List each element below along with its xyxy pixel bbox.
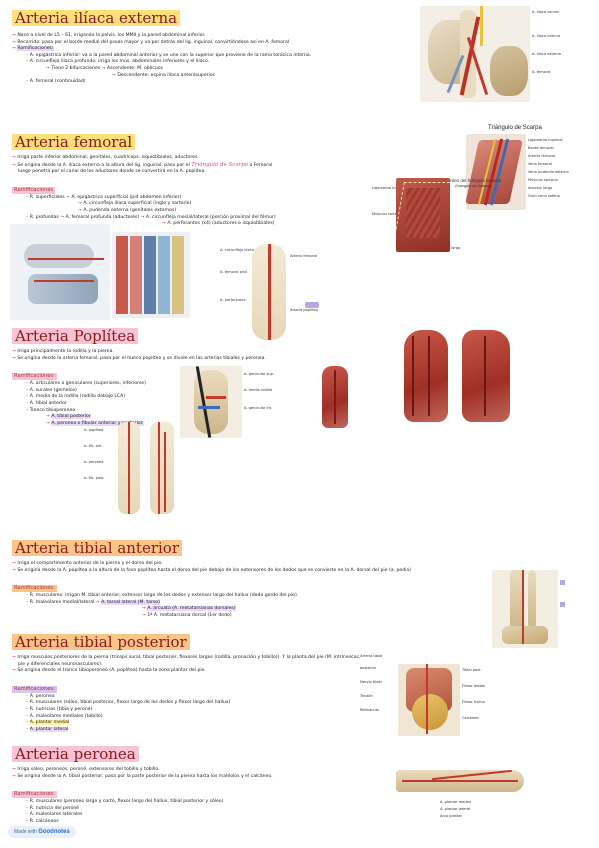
text-line: – A. plantar lateral: [26, 726, 69, 732]
text-line: → Se origina desde el tronco tibioperone…: [12, 668, 206, 674]
text-line: – A. plantar medial: [26, 720, 70, 726]
text-line: → Irriga el compartimento anterior de la…: [12, 561, 163, 566]
ankle-dissection-figure: [398, 664, 460, 736]
tibia-labels: A. poplítea A. tib. ant. A. peronea A. t…: [84, 428, 105, 480]
bordes-figure: [396, 178, 450, 252]
calf-muscle-figure: [322, 366, 348, 428]
text-line: – A. maleolares laterales: [26, 812, 83, 818]
text-line: → Se origina desde la A. tibial posterio…: [12, 773, 273, 779]
text-line: → A. arcuata (A. metatarsianas dorsales): [142, 606, 236, 612]
text-line: – R. nutricia del peroné: [26, 805, 80, 811]
section-tibial-anterior: Arteria tibial anterior → Irriga el comp…: [12, 538, 482, 620]
scarpa-labels: Ligamento inguinal Borde femoral Arteria…: [528, 138, 569, 198]
made-with-text: Made with: [14, 829, 37, 835]
knee-figure: [180, 366, 242, 438]
subheading: Ramificaciones: [12, 186, 56, 194]
text-line: – R. calcáneos: [26, 818, 59, 824]
text-line: – A. maleolares mediales (tobillo): [26, 713, 103, 719]
text-line: – A. circunfleja ilíaca profunda: irriga…: [26, 59, 210, 65]
bordes-label-sartorio: Músculo sartorio: [372, 212, 402, 216]
text-line: → Tiene 2 bifurcaciones → Ascendente: M.…: [46, 65, 163, 71]
leg-arteries-figure: [10, 224, 110, 320]
text-line: → Irriga parte inferior abdominal, genit…: [12, 155, 199, 160]
text-line: → Ramificaciones:: [12, 46, 54, 52]
tibia-front-figure: [118, 422, 140, 514]
plantar-foot-labels: A. plantar medial A. plantar lateral Arc…: [440, 800, 471, 818]
text-line: → A. pudenda externa (genitales externos…: [78, 207, 177, 213]
text-line: – R. nutricias (tibia y peroné): [26, 706, 93, 712]
subheading: Ramificaciones:: [12, 791, 57, 799]
tibia-back-figure: [150, 422, 174, 514]
bordes-figure-title: Bordes del triángulo femoral (triángulo …: [444, 178, 502, 188]
text-line: → A. peronea o fibular anterior y poster…: [46, 420, 144, 426]
purple-tag: [305, 302, 319, 308]
muscle-strip-figure: [112, 232, 190, 318]
ankle-labels-right: Tibial post. Flexor dedos Flexor hallux …: [462, 668, 485, 720]
pelvis-labels: A. ilíaca común A. ilíaca interna A. ilí…: [532, 10, 561, 74]
text-line: → A. perforantes (x4) (aductores e isqui…: [162, 221, 275, 227]
pelvis-figure: [420, 6, 530, 102]
subheading: Ramificaciones:: [12, 585, 57, 593]
text-line: → Se origina desde la arteria femoral, p…: [12, 355, 266, 361]
femur-figure: [252, 244, 286, 340]
bordes-label-ligamento: Ligamento inguinal: [372, 186, 407, 190]
section-poplitea: Arteria Poplítea → Irriga principalmente…: [12, 326, 372, 427]
text-line: → Recorrido: pasa por el borde medial de…: [12, 39, 290, 45]
subheading: Ramificaciones:: [12, 373, 57, 381]
text-line: → Irriga sóleo, peroneos, peroné, extens…: [12, 767, 160, 772]
goodnotes-badge: Made with Goodnotes: [8, 826, 76, 838]
scarpa-figure-title: Triángulo de Scarpa: [488, 125, 542, 131]
section-title: Arteria Poplítea: [12, 328, 139, 344]
text-line: → Irriga principalmente la rodilla y la …: [12, 349, 114, 354]
text-line: → Nace a nivel de L5 – S1, irrigando la …: [12, 33, 206, 38]
section-tibial-posterior: Arteria tibial posterior → Irriga múscul…: [12, 632, 482, 733]
plantar-foot-figure: [392, 756, 532, 804]
side-leg-muscle-figure: [462, 330, 510, 422]
text-line: – A. peronea: [26, 693, 55, 699]
text-line: – R. musculares: irrigan M. tibial anter…: [26, 593, 299, 599]
text-line: – A. femoral (continuidad): [26, 79, 86, 85]
text-line: – R. profundas → A. femoral profunda (ad…: [26, 214, 276, 220]
text-line: pie y diferenciales neurovasculares).: [18, 661, 103, 667]
back-leg-muscle-figure: [404, 330, 448, 422]
goodnotes-logo-text: Goodnotes: [38, 829, 70, 835]
section-peronea: Arteria peronea → Irriga sóleo, peroneos…: [12, 744, 462, 826]
text-line: → Se origina desde la A. ilíaca externa …: [12, 161, 273, 168]
knee-labels: A. genicular sup. A. media rodilla A. ge…: [244, 372, 275, 410]
section-title: Arteria tibial anterior: [12, 540, 182, 556]
subheading: Ramificaciones:: [12, 685, 57, 693]
text-line: – A. articulares o geniculares (superior…: [26, 381, 146, 387]
section-title: Arteria ilíaca externa: [12, 10, 181, 26]
text-line: – A. media de la rodilla (rodilla debajo…: [26, 394, 126, 400]
text-line: → Descendente: espina ilíaca anterosuper…: [112, 72, 216, 78]
section-femoral: Arteria femoral → Irriga parte inferior …: [12, 132, 462, 228]
text-line: → Irriga músculos posteriores de la pier…: [12, 655, 361, 660]
text-line: → A. circunfleja ilíaca superficial (ing…: [78, 201, 192, 207]
text-line: – A. surales (gemelos): [26, 387, 77, 393]
text-line: → 1ª A. metatarsiana dorsal (1er dedo): [142, 612, 232, 618]
anterior-leg-labels: [560, 576, 596, 636]
anterior-leg-figure: [492, 570, 558, 648]
text-line: – R. musculares (peroneo largo y corto, …: [26, 799, 224, 805]
scarpa-figure: [466, 134, 526, 210]
text-line: – Tronco tibioperoneo: [26, 407, 76, 413]
text-line: → A. tibial posterior: [46, 414, 91, 420]
text-line: – R. superficiales → A. epigástrica supe…: [26, 194, 182, 200]
section-title: Arteria tibial posterior: [12, 634, 190, 650]
section-title: Arteria femoral: [12, 134, 136, 150]
text-line: luego penetra por el canal de los aducto…: [18, 169, 206, 175]
section-iliaca: Arteria ilíaca externa → Nace a nivel de…: [12, 8, 432, 86]
text-line: – A. epigástrica inferior: va a la pared…: [26, 52, 312, 58]
femur-labels: A. circunfleja ilíaca A. femoral prof. A…: [220, 248, 318, 312]
text-line: → Se origina desde la A. poplítea a la a…: [12, 567, 412, 573]
section-title: Arteria peronea: [12, 746, 139, 762]
ankle-labels-left: Arteria tibial posterior Nervio tibial T…: [360, 654, 383, 712]
text-line: – A. tibial anterior: [26, 400, 67, 406]
text-line: – R. maleolares medial/lateral → A. tars…: [26, 599, 160, 605]
text-line: – R. musculares (sóleo, tibial posterior…: [26, 700, 231, 706]
